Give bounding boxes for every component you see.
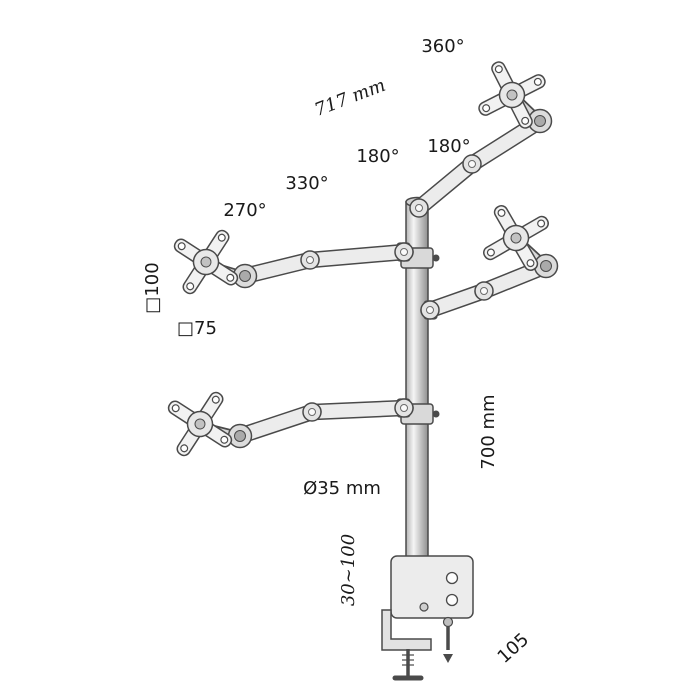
mounting-bolt [442,616,454,663]
label-arm-length: 717 mm [312,75,389,121]
clamp-body [390,555,474,619]
label-rotation-330: 330° [285,173,328,194]
shoulder-joint [420,300,440,320]
label-rotation-270: 270° [223,200,266,221]
clamp-hole [445,571,459,585]
vesa-plate-middle-left [169,225,243,299]
label-pole-diameter: Ø35 mm [303,478,381,499]
tilt-knob [227,423,253,449]
collar-bolt [432,410,440,418]
label-rotation-180-left: 180° [356,146,399,167]
clamp-hole [419,602,429,612]
label-pole-height: 700 mm [478,394,499,469]
arm-middle-left [169,225,414,299]
arm-lower-left [163,387,414,461]
desk-clamp [381,555,474,681]
tilt-knob [533,253,559,279]
label-base-depth: 105 [494,629,534,668]
collar-bolt [432,254,440,262]
elbow-joint [302,402,322,422]
vesa-plate-lower-left [163,387,237,461]
clamp-screw [392,649,424,681]
shoulder-joint [409,198,429,218]
elbow-joint [300,250,320,270]
arm-middle-right [420,200,559,320]
clamp-hole [445,593,459,607]
elbow-joint [474,281,494,301]
elbow-joint [462,154,482,174]
label-rotation-180-right: 180° [427,136,470,157]
shoulder-joint [394,242,414,262]
shoulder-joint [394,398,414,418]
down-arrow-icon [443,654,453,663]
label-rotation-360: 360° [421,36,464,57]
arm-top-right [409,56,553,218]
label-vesa-75: □75 [177,318,217,339]
label-clamp-range: 30~100 [338,534,359,606]
clamp-lower-jaw [381,609,432,651]
label-vesa-100: □100 [142,262,163,313]
